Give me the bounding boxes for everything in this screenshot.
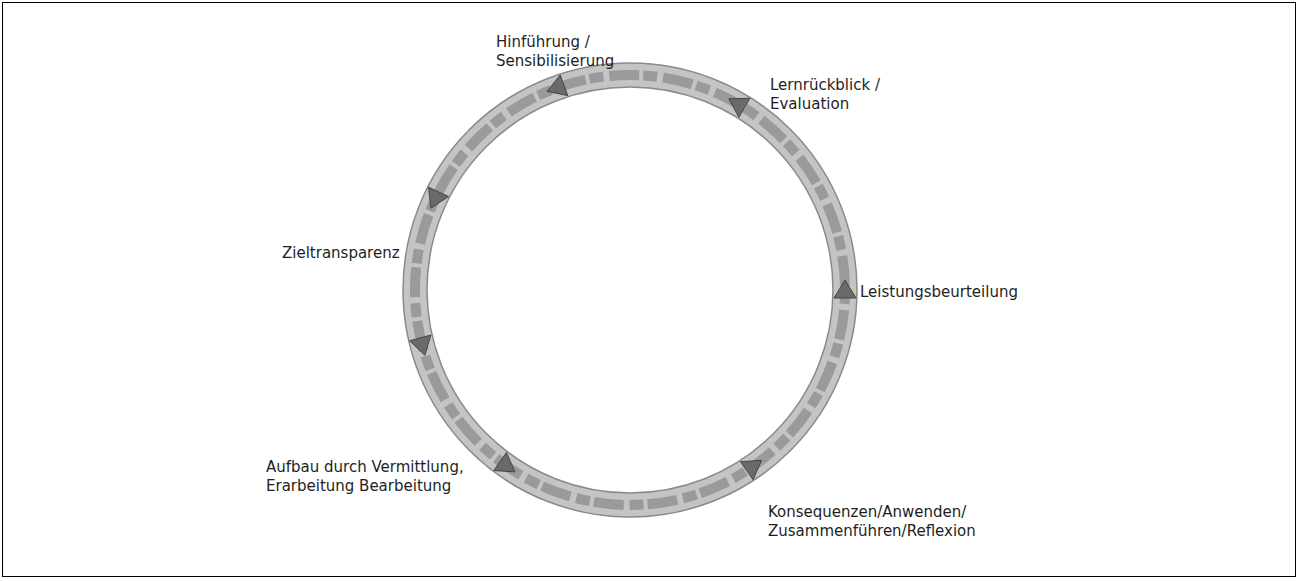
stage-label: Aufbau durch Vermittlung, Erarbeitung Be… xyxy=(266,458,478,496)
stage-label: Hinführung / Sensibilisierung xyxy=(496,33,646,71)
ring-arrowhead xyxy=(834,280,856,298)
stage-label: Leistungsbeurteilung xyxy=(860,283,1018,302)
ring-arrowhead xyxy=(729,98,750,117)
pencil-ring xyxy=(415,75,845,505)
pencil-shading xyxy=(415,75,845,505)
ring-arrowheads xyxy=(410,75,856,480)
ring-arrowhead xyxy=(429,187,449,208)
stage-label: Zieltransparenz xyxy=(282,244,400,263)
ring-arrowhead xyxy=(410,335,431,355)
ring-outer-edge xyxy=(403,63,857,517)
ring-arrowhead xyxy=(740,460,761,479)
stage-label: Konsequenzen/Anwenden/ Zusammenführen/Re… xyxy=(768,503,1018,541)
ring-arrowhead xyxy=(547,75,568,96)
stage-label: Lernrückblick / Evaluation xyxy=(770,76,910,114)
ring-inner-edge xyxy=(427,87,833,493)
ring-arrowhead xyxy=(494,453,515,472)
